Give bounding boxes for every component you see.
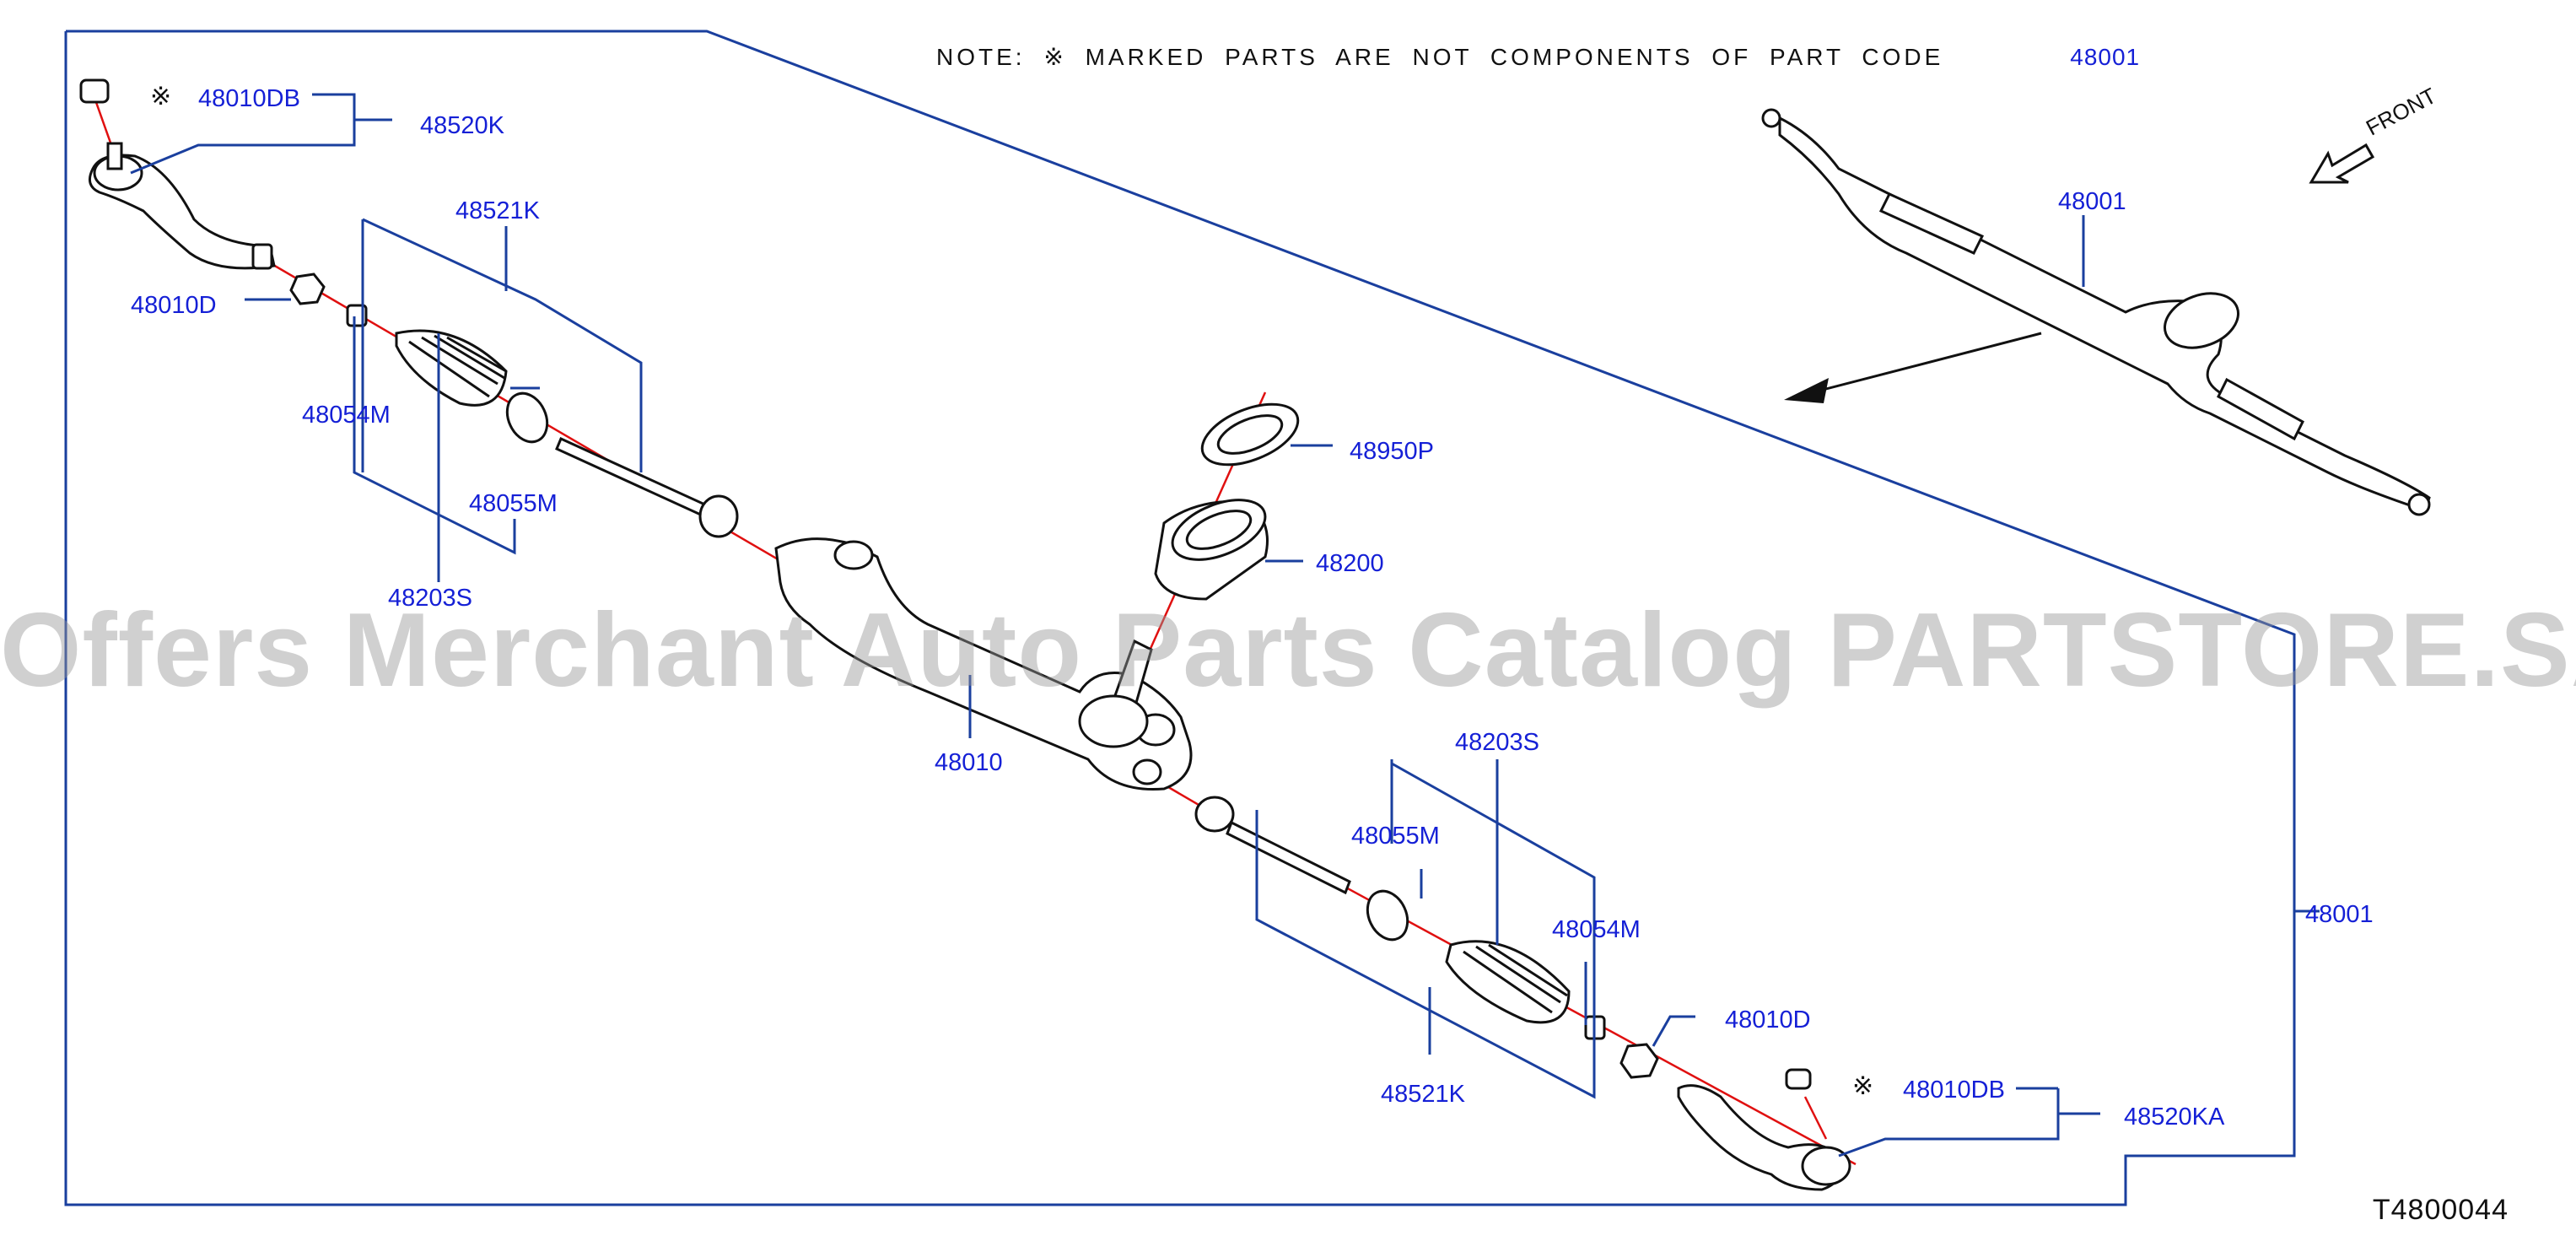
part-label-48001-assembly[interactable]: 48001 <box>2305 901 2374 928</box>
steering-rack-housing <box>774 537 1193 791</box>
overview-assembly <box>1761 108 2431 516</box>
mark-symbol-bottom: ※ <box>1852 1072 1874 1100</box>
part-label-48001-overview[interactable]: 48001 <box>2058 188 2126 215</box>
part-label-48203S-right[interactable]: 48203S <box>1455 729 1539 756</box>
part-label-48200[interactable]: 48200 <box>1316 550 1384 577</box>
part-label-48010D-right[interactable]: 48010D <box>1725 1006 1811 1033</box>
part-label-48010DB-top[interactable]: 48010DB <box>198 85 300 112</box>
left-small-parts <box>289 273 739 538</box>
part-label-48521K-top[interactable]: 48521K <box>455 197 540 224</box>
upper-seal-parts <box>1154 402 1300 601</box>
watermark: Offers Merchant Auto Parts Catalog PARTS… <box>0 592 2576 709</box>
direction-arrow <box>1784 332 2042 403</box>
note-text: NOTE: ※ MARKED PARTS ARE NOT COMPONENTS … <box>936 43 2140 71</box>
part-label-48520K[interactable]: 48520K <box>420 112 504 139</box>
part-label-48055M-left[interactable]: 48055M <box>469 490 558 517</box>
part-label-48010DB-bottom[interactable]: 48010DB <box>1903 1077 2005 1104</box>
diagram-code: T4800044 <box>2372 1194 2509 1226</box>
right-small-parts <box>1194 796 1851 1191</box>
part-label-48055M-right[interactable]: 48055M <box>1351 823 1440 850</box>
note-part-code[interactable]: 48001 <box>2070 44 2141 70</box>
leader-lines <box>130 93 2320 1158</box>
part-label-48010[interactable]: 48010 <box>935 749 1003 776</box>
part-label-48054M-right[interactable]: 48054M <box>1552 916 1641 943</box>
tie-rod-end-left <box>79 78 276 270</box>
part-label-48054M-left[interactable]: 48054M <box>302 402 391 429</box>
note-body: NOTE: ※ MARKED PARTS ARE NOT COMPONENTS … <box>936 44 1944 70</box>
part-label-48203S-left[interactable]: 48203S <box>388 585 472 612</box>
part-label-48521K-bottom[interactable]: 48521K <box>1381 1081 1465 1108</box>
mark-symbol-top: ※ <box>150 83 172 111</box>
part-label-48520KA[interactable]: 48520KA <box>2124 1104 2225 1131</box>
assembly-frame <box>64 30 2296 1206</box>
part-label-48950P[interactable]: 48950P <box>1350 438 1434 465</box>
front-arrow-icon <box>2309 143 2375 184</box>
part-label-48010D-left[interactable]: 48010D <box>131 292 217 319</box>
